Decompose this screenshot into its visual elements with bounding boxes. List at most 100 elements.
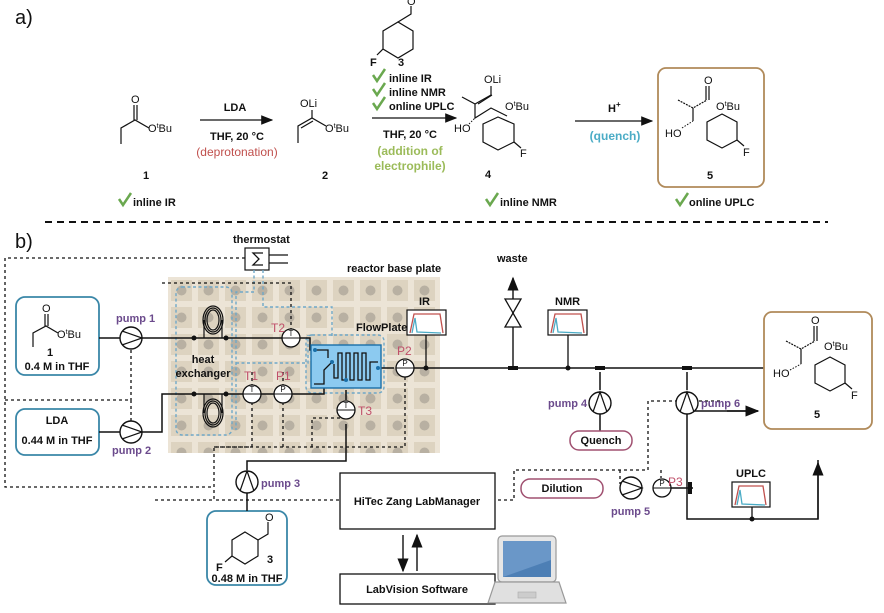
svg-text:pump 3: pump 3 [261, 478, 300, 490]
svg-text:P2: P2 [397, 344, 412, 358]
svg-text:FlowPlate: FlowPlate [356, 322, 407, 334]
svg-text:waste: waste [496, 253, 528, 265]
svg-text:pump 5: pump 5 [611, 506, 650, 518]
pump-4-icon[interactable] [588, 390, 612, 415]
svg-text:(quench): (quench) [590, 129, 641, 143]
reservoir-ester-1: O OtBu 1 0.4 M in THF [15, 296, 100, 376]
svg-text:HO: HO [454, 123, 471, 135]
laptop-icon [487, 535, 567, 604]
heat-exchanger-label: heat [192, 354, 215, 366]
pump-3-icon[interactable] [235, 469, 259, 494]
svg-text:LabVision Software: LabVision Software [366, 584, 468, 596]
svg-text:OtBu: OtBu [57, 329, 81, 341]
product-5-box: O OtBu HO F 5 [763, 311, 873, 430]
svg-text:NMR: NMR [555, 296, 580, 308]
sensor-p3: P [652, 478, 672, 498]
svg-text:online UPLC: online UPLC [689, 197, 754, 209]
svg-text:F: F [216, 562, 223, 574]
svg-text:exchanger: exchanger [175, 368, 231, 380]
check-icon [674, 192, 690, 208]
quench-reservoir[interactable]: Quench [569, 430, 633, 451]
pump-1-icon[interactable] [119, 326, 144, 350]
svg-text:P1: P1 [276, 369, 291, 383]
svg-text:O: O [131, 94, 140, 106]
ir-spectrometer-icon[interactable] [406, 309, 447, 371]
svg-text:O: O [42, 303, 51, 315]
uplc-analyzer-icon[interactable] [731, 481, 771, 522]
svg-text:Dilution: Dilution [542, 483, 583, 495]
svg-text:inline NMR: inline NMR [500, 197, 557, 209]
labmanager-box[interactable]: HiTec Zang LabManager [339, 472, 496, 530]
svg-text:F: F [743, 147, 750, 159]
pump-6-icon[interactable] [675, 390, 699, 415]
svg-text:P3: P3 [668, 475, 683, 489]
svg-text:Quench: Quench [581, 435, 622, 447]
svg-text:(addition of: (addition of [377, 144, 443, 158]
svg-text:T: T [289, 329, 294, 338]
compound-number: 4 [485, 169, 492, 181]
compound-1: O OtBu 1 [120, 94, 172, 182]
svg-text:T3: T3 [358, 404, 372, 418]
panel-b-label: b) [15, 231, 33, 253]
compound-2: OLi OtBu 2 [297, 98, 349, 182]
analytics-checklist: inline IR inline NMR online UPLC [371, 68, 454, 113]
svg-text:UPLC: UPLC [736, 468, 766, 480]
panel-a-label: a) [15, 7, 33, 29]
svg-text:O: O [811, 315, 820, 327]
sensor-p1: P [273, 384, 293, 404]
sensor-t1: T [242, 384, 262, 404]
compound-3: O F 3 [370, 0, 416, 69]
svg-text:T: T [250, 385, 255, 394]
svg-text:pump 6: pump 6 [701, 398, 740, 410]
svg-text:T: T [344, 401, 349, 410]
svg-text:LDA: LDA [224, 102, 247, 114]
check-inline-ir: inline IR [117, 192, 176, 209]
sensor-t2: T [281, 328, 301, 348]
labvision-box[interactable]: LabVision Software [339, 573, 496, 605]
svg-text:OtBu: OtBu [505, 101, 529, 113]
svg-text:3: 3 [267, 554, 273, 566]
base-plate-label: reactor base plate [347, 263, 441, 275]
svg-text:pump 1: pump 1 [116, 313, 155, 325]
heat-exchanger-coil-top-icon [202, 305, 224, 338]
pump-2-icon[interactable] [119, 420, 144, 444]
flowplate-reactor [310, 344, 382, 389]
waste-valve-icon[interactable] [503, 298, 523, 370]
compound-number: 2 [322, 170, 328, 182]
svg-text:pump 2: pump 2 [112, 445, 151, 457]
check-icon [371, 96, 387, 112]
check-online-uplc: online UPLC [674, 192, 754, 209]
svg-text:inline IR: inline IR [389, 73, 432, 85]
svg-text:OtBu: OtBu [824, 341, 848, 353]
svg-text:O: O [407, 0, 416, 8]
svg-text:H+: H+ [608, 100, 621, 115]
svg-text:0.48 M in THF: 0.48 M in THF [212, 573, 283, 585]
compound-4: OLi OtBu HO F 4 [454, 74, 529, 181]
svg-text:5: 5 [814, 409, 820, 421]
compound-number: 3 [398, 57, 404, 69]
svg-text:0.44 M in THF: 0.44 M in THF [22, 435, 93, 447]
svg-text:HiTec Zang LabManager: HiTec Zang LabManager [354, 496, 481, 508]
svg-text:O: O [704, 75, 713, 87]
svg-text:THF, 20 °C: THF, 20 °C [383, 129, 437, 141]
pump-5-icon[interactable] [619, 476, 644, 500]
svg-text:0.4 M in THF: 0.4 M in THF [25, 361, 90, 373]
svg-text:OLi: OLi [300, 98, 317, 110]
svg-text:HO: HO [665, 128, 682, 140]
svg-text:T1: T1 [244, 369, 258, 383]
svg-text:F: F [520, 148, 527, 160]
svg-text:HO: HO [773, 368, 790, 380]
dilution-reservoir[interactable]: Dilution [520, 478, 604, 499]
check-icon [371, 82, 387, 98]
thermostat-icon [244, 247, 288, 271]
svg-text:1: 1 [47, 347, 53, 359]
nmr-spectrometer-icon[interactable] [547, 309, 588, 371]
deprotonation-note: (deprotonation) [196, 145, 277, 159]
svg-text:inline IR: inline IR [133, 197, 176, 209]
sensor-t3: T [336, 400, 356, 420]
svg-text:P: P [280, 385, 285, 394]
sensor-p2: P [395, 358, 415, 378]
svg-text:P: P [402, 359, 407, 368]
svg-text:OLi: OLi [484, 74, 501, 86]
